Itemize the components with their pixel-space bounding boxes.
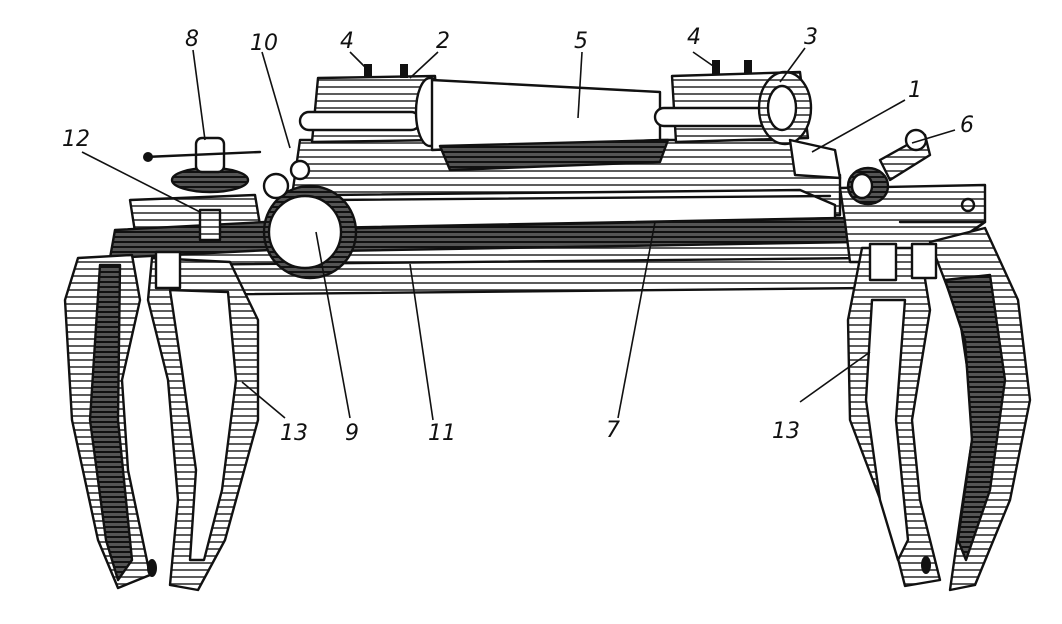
callout-13-left: 13 [280,421,308,446]
pivot-fitting [846,128,932,206]
callout-2: 2 [436,29,450,54]
adjusting-knob [143,136,262,242]
callout-3: 3 [804,25,818,50]
left-clamp-jaws [63,250,260,592]
left-base-plate [108,193,272,260]
roller [262,159,358,280]
callout-6: 6 [960,113,974,138]
right-clamp-jaws [846,226,1032,592]
callout-13-right: 13 [772,419,800,444]
callout-8: 8 [185,27,199,52]
callout-4-left: 4 [340,29,354,54]
callout-10: 10 [250,31,278,56]
leader-lines [81,47,956,421]
callout-4-right: 4 [687,25,701,50]
callout-11: 11 [428,421,456,446]
callout-5: 5 [574,29,588,54]
callout-7: 7 [606,418,620,443]
top-tube-assembly [298,60,842,180]
callout-1: 1 [908,78,922,103]
callout-9: 9 [345,421,359,446]
callout-12: 12 [62,127,90,152]
callout-labels: 1 2 3 4 4 5 6 7 8 9 10 11 12 13 13 [62,25,974,446]
